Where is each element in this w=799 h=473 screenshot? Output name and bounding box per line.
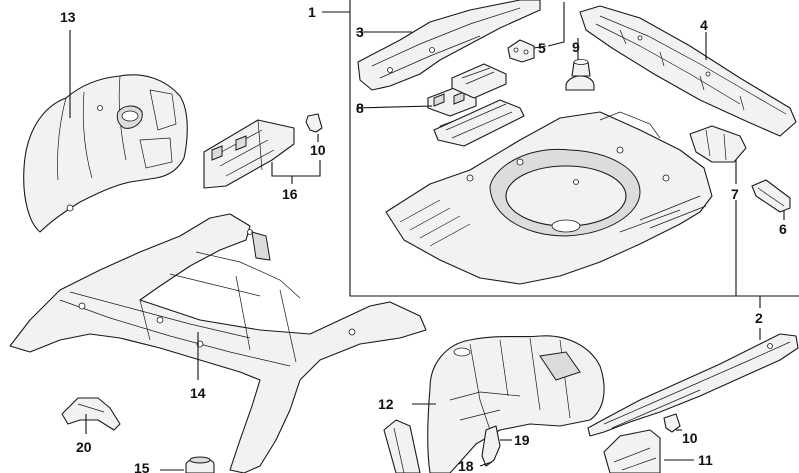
callout-10-lower: 10 xyxy=(682,430,698,446)
part-4-rear-panel[interactable] xyxy=(579,5,797,137)
part-18-sill[interactable] xyxy=(383,419,421,473)
callout-20: 20 xyxy=(76,439,92,455)
part-2-side-member[interactable] xyxy=(587,333,799,437)
callout-5: 5 xyxy=(538,40,546,56)
part-19-bracket[interactable] xyxy=(481,425,501,467)
callout-4: 4 xyxy=(700,17,708,33)
part-15-subframe[interactable] xyxy=(9,213,427,473)
part-14-wheel-housing[interactable] xyxy=(23,74,188,233)
part-5-bracket[interactable] xyxy=(507,39,535,63)
callout-9: 9 xyxy=(572,39,580,55)
callout-labels: 13 1 3 5 9 4 8 10 16 7 6 2 14 12 19 10 2… xyxy=(60,4,787,473)
callout-11: 11 xyxy=(698,452,713,468)
part-10-clip-upper[interactable] xyxy=(305,113,323,133)
assembly-1-bracket xyxy=(349,0,799,297)
callout-14: 13 xyxy=(60,9,76,25)
part-9-grommet[interactable] xyxy=(565,59,595,91)
callout-19: 19 xyxy=(514,432,530,448)
part-10-clip-lower[interactable] xyxy=(663,413,681,433)
callout-10-upper: 10 xyxy=(310,142,326,158)
part-3-frame-rail[interactable] xyxy=(357,0,541,91)
part-20-bracket[interactable] xyxy=(61,397,121,431)
callout-3: 3 xyxy=(356,24,364,40)
callout-6: 6 xyxy=(779,221,787,237)
callout-16: 15 xyxy=(134,460,150,473)
part-12-bracket-panel[interactable] xyxy=(203,119,295,189)
callout-1: 1 xyxy=(308,4,316,20)
part-8-mount-plate[interactable] xyxy=(427,63,507,117)
part-6-reinforcement[interactable] xyxy=(751,179,791,213)
part-floor-pan[interactable] xyxy=(385,99,713,285)
part-16-bump-stop[interactable] xyxy=(185,456,215,473)
part-11-panel[interactable] xyxy=(603,429,661,473)
leader-lines xyxy=(69,2,785,471)
callout-2: 2 xyxy=(755,310,763,326)
callout-7: 7 xyxy=(731,186,739,202)
callout-15: 14 xyxy=(190,385,206,401)
callout-18: 18 xyxy=(458,458,474,473)
part-13-wheel-housing[interactable] xyxy=(427,335,605,473)
part-7-bracket[interactable] xyxy=(689,125,747,163)
callout-12: 16 xyxy=(282,186,298,202)
callout-13: 12 xyxy=(378,396,394,412)
callout-8: 8 xyxy=(356,100,364,116)
